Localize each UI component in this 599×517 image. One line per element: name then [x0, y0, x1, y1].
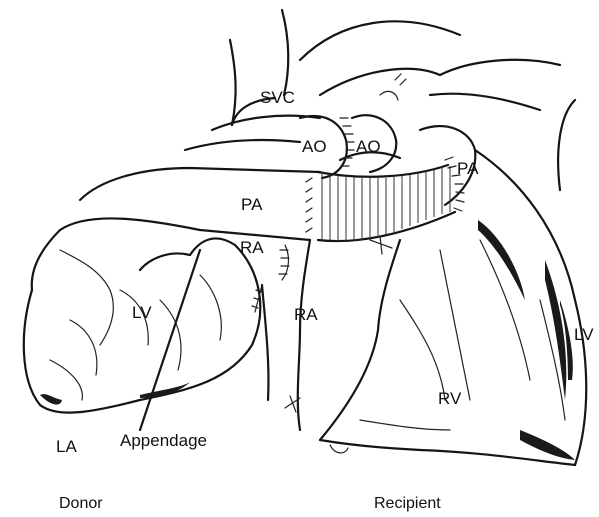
label-rv: RV: [438, 389, 462, 408]
label-ao-recipient: AO: [356, 137, 381, 156]
label-pa-recipient: PA: [457, 159, 479, 178]
donor-heart: [24, 238, 289, 430]
caption-recipient: Recipient: [374, 495, 441, 512]
label-lv-recipient: LV: [574, 325, 594, 344]
label-ao-donor: AO: [302, 137, 327, 156]
label-svc: SVC: [260, 88, 295, 107]
label-lv-donor: LV: [132, 303, 152, 322]
donor-pulmonary-artery: [32, 168, 320, 290]
label-pa-donor: PA: [241, 195, 263, 214]
label-appendage: Appendage: [120, 431, 207, 450]
label-ra-donor: RA: [240, 238, 264, 257]
label-la: LA: [56, 437, 77, 456]
label-ra-recipient: RA: [294, 305, 318, 324]
caption-donor: Donor: [59, 495, 103, 512]
